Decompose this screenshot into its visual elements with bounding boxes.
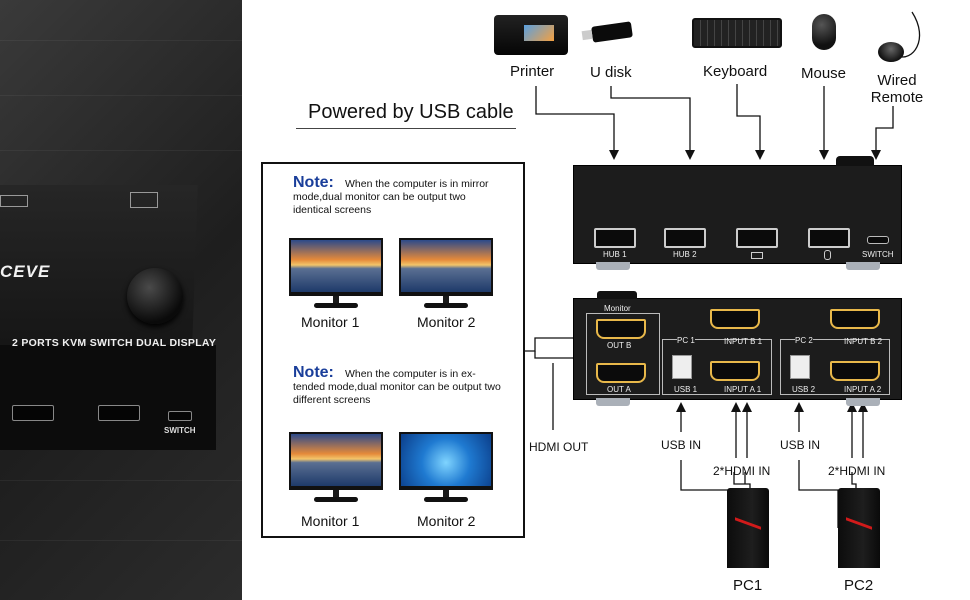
pc2-group	[780, 339, 890, 395]
hdmi-in-label-pc1: 2*HDMI IN	[713, 464, 771, 478]
mouse-label: Mouse	[801, 65, 847, 82]
keyboard-icon	[692, 18, 782, 48]
monitor-label: Monitor 2	[417, 513, 476, 529]
mouse-icon	[812, 14, 836, 50]
hub2-label: HUB 2	[673, 250, 697, 259]
usb-port-keyboard	[12, 405, 54, 421]
monitor-label: Monitor 1	[301, 314, 360, 330]
usb1-label: USB 1	[674, 385, 698, 394]
pc2-tower-icon	[838, 488, 880, 568]
kvm-back-panel: Monitor OUT B OUT A PC 1 INPUT B 1 USB 1…	[573, 298, 902, 400]
out-a-label: OUT A	[607, 385, 631, 394]
usb-port-mouse	[98, 405, 140, 421]
note-title-mirror: Note:	[293, 174, 334, 191]
keyboard-port	[736, 228, 778, 248]
switch-label: SWITCH	[862, 250, 894, 259]
product-photo: CEVE 2 PORTS KVM SWITCH DUAL DISPLAY SWI…	[0, 0, 242, 600]
hdmi-out-a	[596, 363, 646, 383]
switch-knob	[127, 268, 183, 324]
hdmi-in-label-pc2: 2*HDMI IN	[828, 464, 886, 478]
heading-underline	[296, 128, 516, 129]
udisk-label: U disk	[590, 64, 632, 81]
usb2-port	[790, 355, 810, 379]
pc1-tower-icon	[727, 488, 769, 568]
usbc-port-switch	[168, 411, 192, 421]
usb-in-label-pc1: USB IN	[661, 438, 702, 452]
hub2-port	[664, 228, 706, 248]
hdmi-input-b2	[830, 309, 880, 329]
note-text-extended: When the computer is in ex-tended mode,d…	[293, 368, 501, 406]
brand-logo: CEVE	[0, 262, 51, 281]
monitor-label: Monitor	[602, 304, 633, 313]
input-b1-label: INPUT B 1	[724, 337, 763, 346]
note-title-extended: Note:	[293, 364, 334, 381]
hub1-label: HUB 1	[603, 250, 627, 259]
input-b2-label: INPUT B 2	[844, 337, 883, 346]
note-box: Note: When the computer is in mirror mod…	[261, 162, 525, 538]
hub1-port	[594, 228, 636, 248]
remote-port-icon	[130, 192, 158, 208]
pc2-label: PC2	[844, 577, 874, 594]
usb2-label: USB 2	[792, 385, 816, 394]
mouse-port	[808, 228, 850, 248]
pc1-label: PC 1	[677, 336, 695, 345]
monitor-label: Monitor 1	[301, 513, 360, 529]
printer-label: Printer	[510, 63, 555, 80]
usb1-port	[672, 355, 692, 379]
remote-jack	[597, 291, 637, 299]
hdmi-input-a1	[710, 361, 760, 381]
kvm-front-panel	[0, 345, 216, 450]
foot-pad	[596, 262, 630, 270]
kvm-hub-panel: HUB 1 HUB 2 SWITCH	[573, 165, 902, 264]
foot-pad	[846, 398, 880, 406]
foot-pad	[846, 262, 880, 270]
note-text-mirror: When the computer is in mirror mode,dual…	[293, 178, 489, 216]
hdmi-out-label: HDMI OUT	[529, 440, 589, 454]
powered-heading: Powered by USB cable	[308, 101, 514, 123]
input-a1-label: INPUT A 1	[724, 385, 762, 394]
hdmi-input-a2	[830, 361, 880, 381]
front-title: 2 PORTS KVM SWITCH DUAL DISPLAY	[12, 337, 217, 349]
mouse-port-icon	[824, 250, 831, 260]
hdmi-out-b	[596, 319, 646, 339]
remote-label: Wired Remote	[870, 72, 924, 106]
printer-icon	[494, 15, 568, 55]
out-b-label: OUT B	[607, 341, 632, 350]
pc1-group	[662, 339, 772, 395]
front-switch-label: SWITCH	[164, 426, 196, 435]
switch-port	[867, 236, 889, 244]
input-a2-label: INPUT A 2	[844, 385, 882, 394]
wired-remote-icon	[878, 42, 904, 62]
remote-knob	[836, 156, 874, 166]
monitor-group	[586, 313, 660, 395]
keyboard-label: Keyboard	[703, 63, 768, 80]
hdmi-port-icon	[0, 195, 28, 207]
pc1-label: PC1	[733, 577, 763, 594]
pc2-label: PC 2	[795, 336, 813, 345]
foot-pad	[596, 398, 630, 406]
hdmi-input-b1	[710, 309, 760, 329]
usb-in-label-pc2: USB IN	[780, 438, 821, 452]
keyboard-port-icon	[751, 252, 763, 259]
monitor-label: Monitor 2	[417, 314, 476, 330]
